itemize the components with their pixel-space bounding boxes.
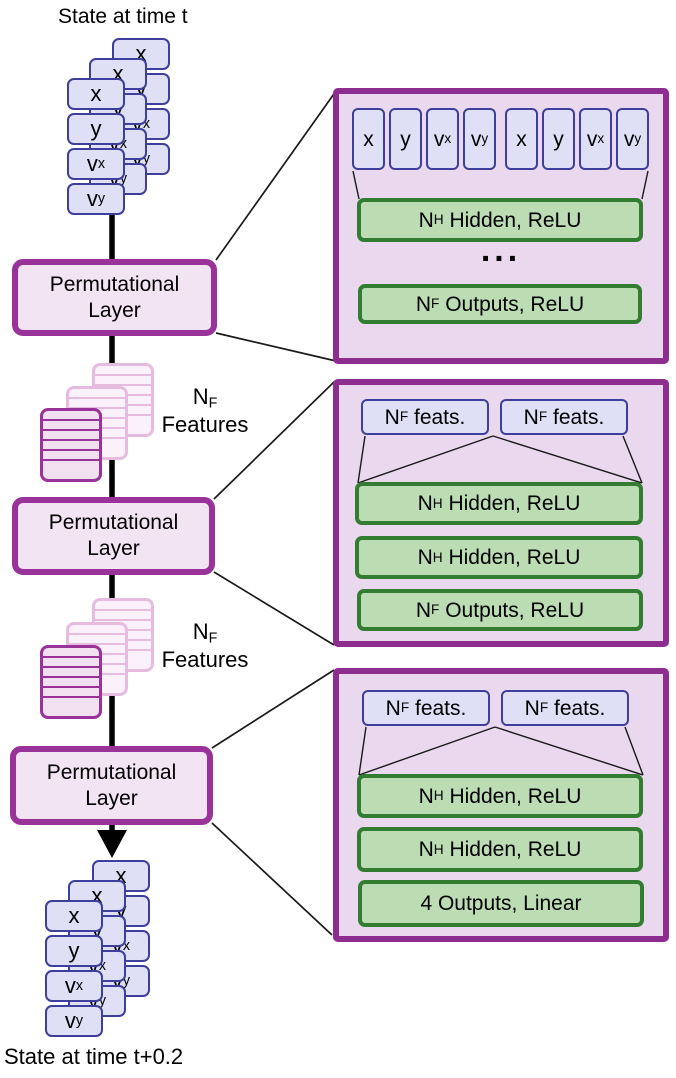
input-cell-x: x [352,108,385,170]
input-cell-x: x [505,108,538,170]
title-state-t: State at time t [58,5,188,28]
nf-features-label-2: NF Features [161,619,249,672]
state-cell-y: y [45,935,103,967]
permutational-layer-3: Permutational Layer [10,746,213,825]
feature-card-front [40,645,102,719]
feature-card-front [40,408,102,482]
arrowhead-icon [97,830,127,858]
ellipsis-dots: ... [480,231,522,269]
output-layer-box: 4 Outputs, Linear [358,880,644,927]
nf-features-label-1: NF Features [161,384,249,437]
zoom-connector-lines [211,90,337,936]
fan-in-lines [352,170,649,200]
fan-in-lines [357,435,643,484]
input-cell-y: y [542,108,575,170]
state-cell-x: x [45,900,103,932]
state-cell-x: x [67,78,125,110]
input-cell-y: y [389,108,422,170]
title-state-t-plus: State at time t+0.2 [4,1044,184,1069]
fan-in-lines [358,726,644,776]
state-cell-y: y [67,113,125,145]
permutational-layer-2: Permutational Layer [12,497,215,575]
permutational-layer-1: Permutational Layer [12,259,217,336]
